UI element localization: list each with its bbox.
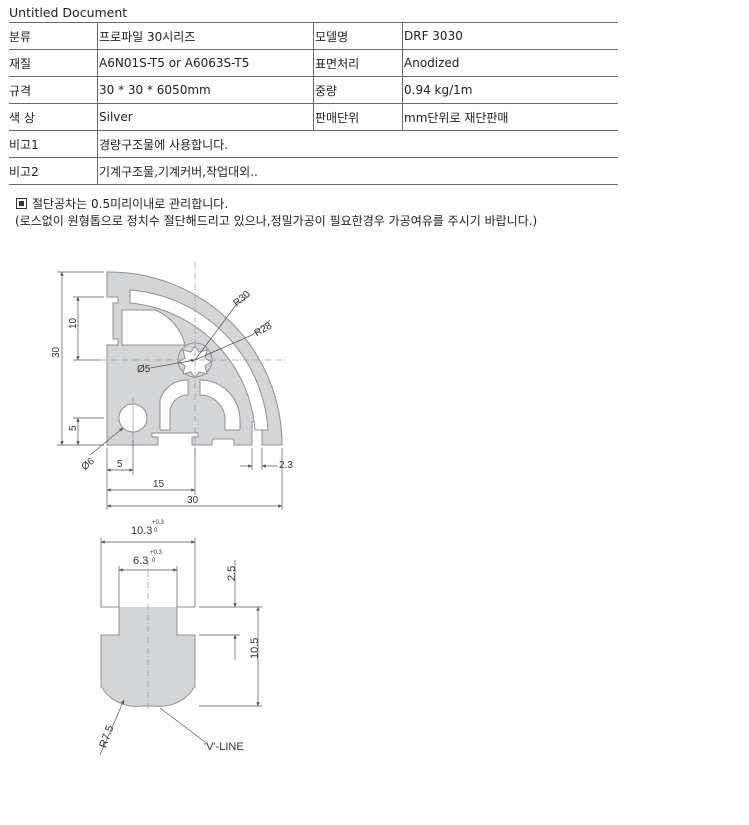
note-text: 절단공차는 0.5미리이내로 관리합니다. <box>32 197 229 211</box>
spec-label: 모델명 <box>313 22 403 50</box>
dim-6-3: 6.3 <box>133 555 148 567</box>
remark-value: 기계구조물,기계커버,작업대외.. <box>97 157 618 185</box>
dim-2-5: 2.5 <box>226 566 238 581</box>
spec-value: 0.94 kg/1m <box>402 76 618 104</box>
table-row: 규격 30 * 30 * 6050mm 중량 0.94 kg/1m <box>9 76 618 104</box>
spec-table: 분류 프로파일 30시리즈 모델명 DRF 3030 재질 A6N01S-T5 … <box>9 22 618 185</box>
dim-10: 10 <box>68 317 79 329</box>
machining-note: (로스없이 원형톱으로 정치수 절단해드리고 있으나,정밀가공이 필요한경우 가… <box>15 214 538 228</box>
spec-value: DRF 3030 <box>402 22 618 50</box>
spec-label: 규격 <box>9 76 98 104</box>
cutting-tolerance-note: 절단공차는 0.5미리이내로 관리합니다. <box>16 195 228 212</box>
dim-r30: R30 <box>231 289 252 310</box>
square-bullet-icon <box>16 198 27 209</box>
inner-cavity <box>159 379 189 431</box>
table-row: 재질 A6N01S-T5 or A6063S-T5 표면처리 Anodized <box>9 49 618 77</box>
dim-r28: R28 <box>253 320 275 339</box>
tolerance-zero: 0 <box>152 558 156 564</box>
profile-cross-section: R30 R28 Ø5 Ø6 30 10 5 5 15 30 2.3 <box>51 262 293 510</box>
table-row: 분류 프로파일 30시리즈 모델명 DRF 3030 <box>9 22 618 50</box>
dim-15: 15 <box>153 479 165 490</box>
dim-10-5: 10.5 <box>249 638 261 659</box>
remark-label: 비고1 <box>9 130 98 158</box>
dim-r7-5: R7.5 <box>97 724 116 750</box>
tolerance-zero: 0 <box>154 528 158 534</box>
spec-label: 색 상 <box>9 103 98 131</box>
tolerance-plus: +0.3 <box>150 550 163 556</box>
document-title: Untitled Document <box>9 5 128 20</box>
table-row: 색 상 Silver 판매단위 mm단위로 재단판매 <box>9 103 618 131</box>
spec-value: A6N01S-T5 or A6063S-T5 <box>97 49 314 77</box>
spec-label: 판매단위 <box>313 103 403 131</box>
spec-label: 표면처리 <box>313 49 403 77</box>
remark-label: 비고2 <box>9 157 98 185</box>
spec-value: mm단위로 재단판매 <box>402 103 618 131</box>
v-line-label: 'V'-LINE <box>204 741 244 753</box>
tolerance-plus: +0.3 <box>152 520 165 526</box>
dim-2-3: 2.3 <box>279 460 293 471</box>
spec-value: Anodized <box>402 49 618 77</box>
slot-detail: 10.3 +0.3 0 6.3 +0.3 0 2.5 10.5 R7.5 'V'… <box>97 520 262 756</box>
spec-value: 30 * 30 * 6050mm <box>97 76 314 104</box>
spec-value: Silver <box>97 103 314 131</box>
dim-30-vertical: 30 <box>51 346 62 358</box>
remark-value: 경량구조물에 사용합니다. <box>97 130 618 158</box>
spec-label: 재질 <box>9 49 98 77</box>
spec-label: 중량 <box>313 76 403 104</box>
spec-value: 프로파일 30시리즈 <box>97 22 314 50</box>
lower-slot-cavity <box>199 379 241 431</box>
dim-5-vertical: 5 <box>68 425 79 431</box>
dim-10-3: 10.3 <box>131 525 152 537</box>
dim-5-horizontal: 5 <box>117 459 123 470</box>
dim-d5: Ø5 <box>137 364 151 375</box>
dim-d6: Ø6 <box>79 456 97 473</box>
dim-30-horizontal: 30 <box>187 495 199 506</box>
table-row: 비고2 기계구조물,기계커버,작업대외.. <box>9 157 618 185</box>
upper-slot-cavity <box>121 309 186 346</box>
spec-label: 분류 <box>9 22 98 50</box>
table-row: 비고1 경량구조물에 사용합니다. <box>9 130 618 158</box>
